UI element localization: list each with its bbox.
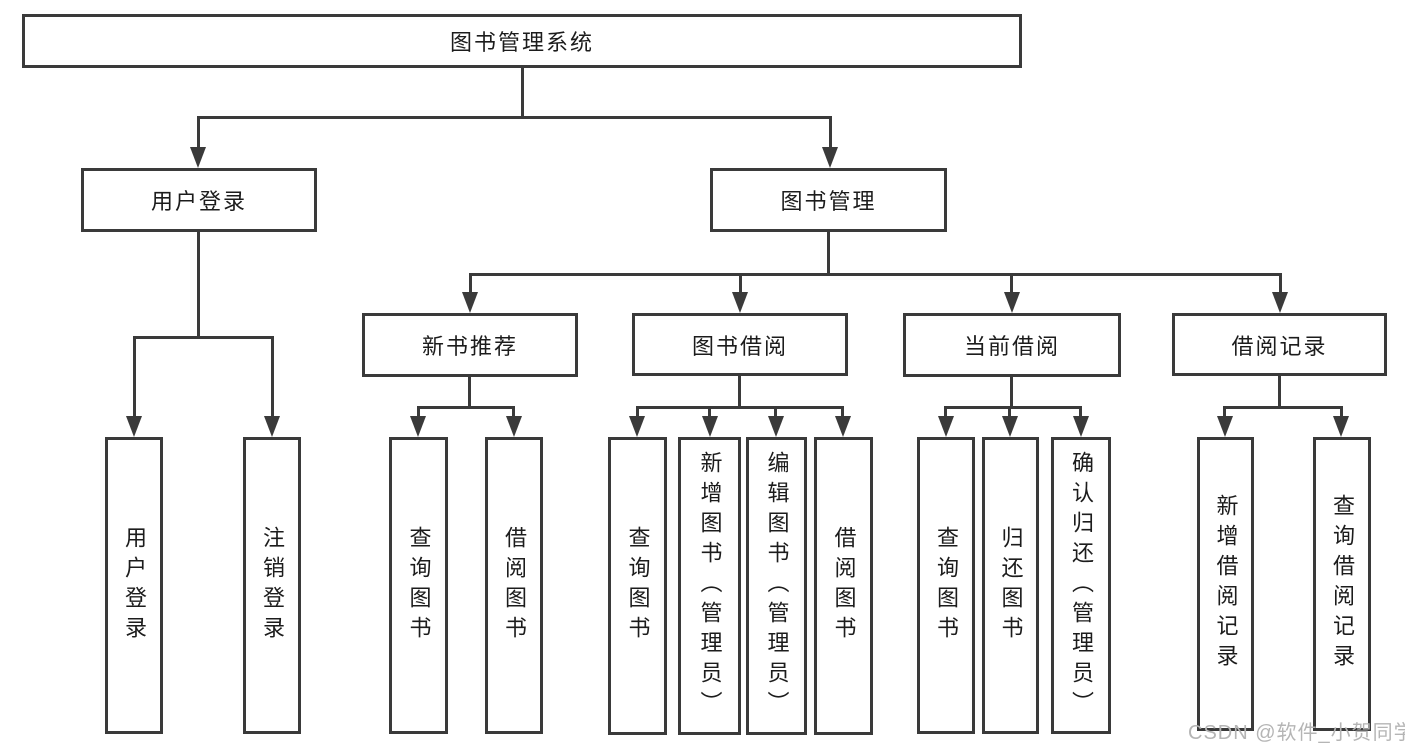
node-label-leaf-add-borrow-record: 新增借阅记录	[1213, 494, 1239, 674]
node-user-login: 用户登录	[81, 168, 317, 232]
connector-line-vertical	[739, 273, 742, 295]
node-label-leaf-query-books-recommend: 查询图书	[406, 525, 432, 646]
node-label-leaf-logout: 注销登录	[260, 525, 285, 646]
node-label-leaf-return-books: 归还图书	[998, 525, 1024, 646]
node-label-borrowing-records: 借阅记录	[1231, 333, 1328, 359]
node-leaf-logout: 注销登录	[243, 437, 301, 734]
node-leaf-add-borrow-record: 新增借阅记录	[1197, 437, 1254, 731]
arrowhead-down-icon	[768, 416, 784, 437]
connector-line-vertical	[1278, 376, 1281, 409]
node-book-borrowing: 图书借阅	[632, 313, 848, 376]
node-label-leaf-borrow-books-borrowing: 借阅图书	[831, 526, 857, 646]
connector-line-vertical	[738, 375, 741, 409]
node-leaf-edit-books-admin: 编辑图书（管理员）	[746, 437, 807, 735]
connector-line-vertical	[774, 406, 777, 419]
node-leaf-add-books-admin: 新增图书（管理员）	[678, 437, 741, 735]
connector-line-vertical	[944, 406, 947, 419]
arrowhead-down-icon	[822, 147, 838, 168]
arrowhead-down-icon	[1217, 416, 1233, 437]
node-root: 图书管理系统	[22, 14, 1022, 68]
arrowhead-down-icon	[1333, 416, 1349, 437]
connector-line-vertical	[469, 273, 472, 295]
connector-line-vertical	[1010, 377, 1013, 409]
connector-line-vertical	[1010, 273, 1013, 295]
connector-line-vertical	[1340, 406, 1343, 419]
connector-line-vertical	[827, 232, 830, 276]
connector-line-vertical	[197, 116, 200, 150]
connector-line-vertical	[1223, 406, 1226, 419]
node-current-borrowing: 当前借阅	[903, 313, 1121, 377]
node-label-new-book-recommend: 新书推荐	[421, 334, 518, 359]
arrowhead-down-icon	[506, 416, 522, 437]
node-leaf-return-books: 归还图书	[982, 437, 1039, 734]
connector-line-vertical	[512, 406, 515, 419]
connector-line-horizontal	[417, 406, 515, 409]
node-leaf-borrow-books-recommend: 借阅图书	[485, 437, 543, 734]
arrowhead-down-icon	[410, 416, 426, 437]
connector-line-horizontal	[469, 273, 1282, 276]
node-leaf-borrow-books-borrowing: 借阅图书	[814, 437, 873, 735]
connector-line-horizontal	[636, 406, 844, 409]
arrowhead-down-icon	[126, 416, 142, 437]
node-label-leaf-add-books-admin: 新增图书（管理员）	[697, 451, 723, 721]
node-label-leaf-edit-books-admin: 编辑图书（管理员）	[764, 451, 790, 721]
arrowhead-down-icon	[1272, 292, 1288, 313]
node-label-leaf-query-books-current: 查询图书	[934, 525, 959, 646]
connector-line-horizontal	[944, 406, 1082, 409]
connector-line-horizontal	[133, 336, 274, 339]
watermark: CSDN @软件_小贺同学	[1188, 722, 1405, 744]
connector-line-horizontal	[1223, 406, 1343, 409]
node-leaf-user-login: 用户登录	[105, 437, 163, 734]
node-book-management: 图书管理	[710, 168, 947, 232]
arrowhead-down-icon	[462, 292, 478, 313]
connector-line-vertical	[829, 116, 832, 150]
connector-line-vertical	[1079, 406, 1082, 419]
node-label-leaf-confirm-return-admin: 确认归还（管理员）	[1069, 450, 1094, 721]
arrowhead-down-icon	[629, 416, 645, 437]
connector-line-horizontal	[197, 116, 832, 119]
arrowhead-down-icon	[1002, 416, 1018, 437]
node-borrowing-records: 借阅记录	[1172, 313, 1387, 376]
arrowhead-down-icon	[732, 292, 748, 313]
node-leaf-query-books-borrowing: 查询图书	[608, 437, 667, 735]
node-label-user-login: 用户登录	[150, 189, 247, 214]
connector-line-vertical	[521, 68, 524, 118]
node-label-book-borrowing: 图书借阅	[691, 333, 788, 359]
node-label-leaf-query-borrow-record: 查询借阅记录	[1330, 494, 1355, 674]
node-label-root: 图书管理系统	[449, 30, 594, 55]
connector-line-vertical	[133, 336, 136, 419]
arrowhead-down-icon	[1073, 416, 1089, 437]
node-leaf-confirm-return-admin: 确认归还（管理员）	[1051, 437, 1111, 734]
node-label-book-management: 图书管理	[780, 189, 877, 214]
connector-line-vertical	[636, 406, 639, 419]
node-new-book-recommend: 新书推荐	[362, 313, 578, 377]
arrowhead-down-icon	[1004, 292, 1020, 313]
arrowhead-down-icon	[190, 147, 206, 168]
connector-line-vertical	[417, 406, 420, 419]
node-leaf-query-books-current: 查询图书	[917, 437, 975, 734]
connector-line-vertical	[841, 406, 844, 419]
connector-line-vertical	[708, 406, 711, 419]
arrowhead-down-icon	[835, 416, 851, 437]
node-label-leaf-user-login: 用户登录	[122, 525, 147, 646]
connector-line-vertical	[1279, 273, 1282, 295]
connector-line-vertical	[197, 232, 200, 339]
node-label-leaf-query-books-borrowing: 查询图书	[625, 526, 651, 646]
node-label-current-borrowing: 当前借阅	[963, 334, 1060, 359]
connector-line-vertical	[468, 377, 471, 409]
node-label-leaf-borrow-books-recommend: 借阅图书	[502, 525, 527, 646]
arrowhead-down-icon	[702, 416, 718, 437]
connector-line-vertical	[271, 336, 274, 419]
node-leaf-query-borrow-record: 查询借阅记录	[1313, 437, 1371, 731]
connector-line-vertical	[1008, 406, 1011, 419]
node-leaf-query-books-recommend: 查询图书	[389, 437, 448, 734]
arrowhead-down-icon	[938, 416, 954, 437]
arrowhead-down-icon	[264, 416, 280, 437]
